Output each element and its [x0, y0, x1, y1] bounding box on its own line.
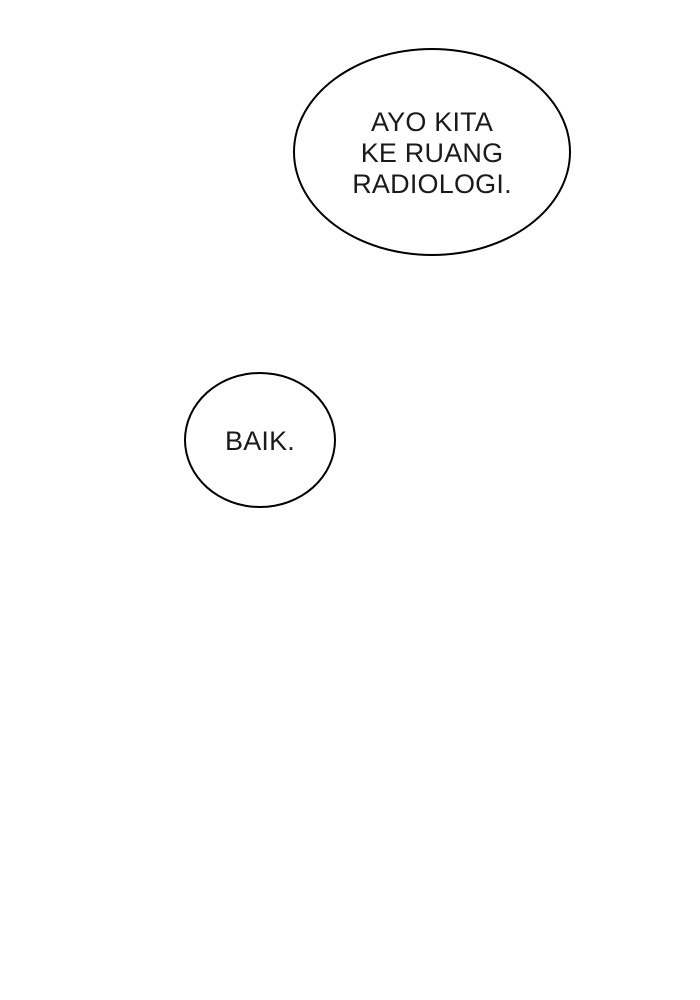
speech-bubble-text-dialog-2: BAIK. — [224, 425, 296, 456]
speech-bubble-text-dialog-1: AYO KITA KE RUANG RADIOLOGI. — [352, 106, 512, 199]
speech-bubble-dialog-2: BAIK. — [184, 372, 336, 508]
speech-bubble-dialog-1: AYO KITA KE RUANG RADIOLOGI. — [293, 48, 571, 256]
